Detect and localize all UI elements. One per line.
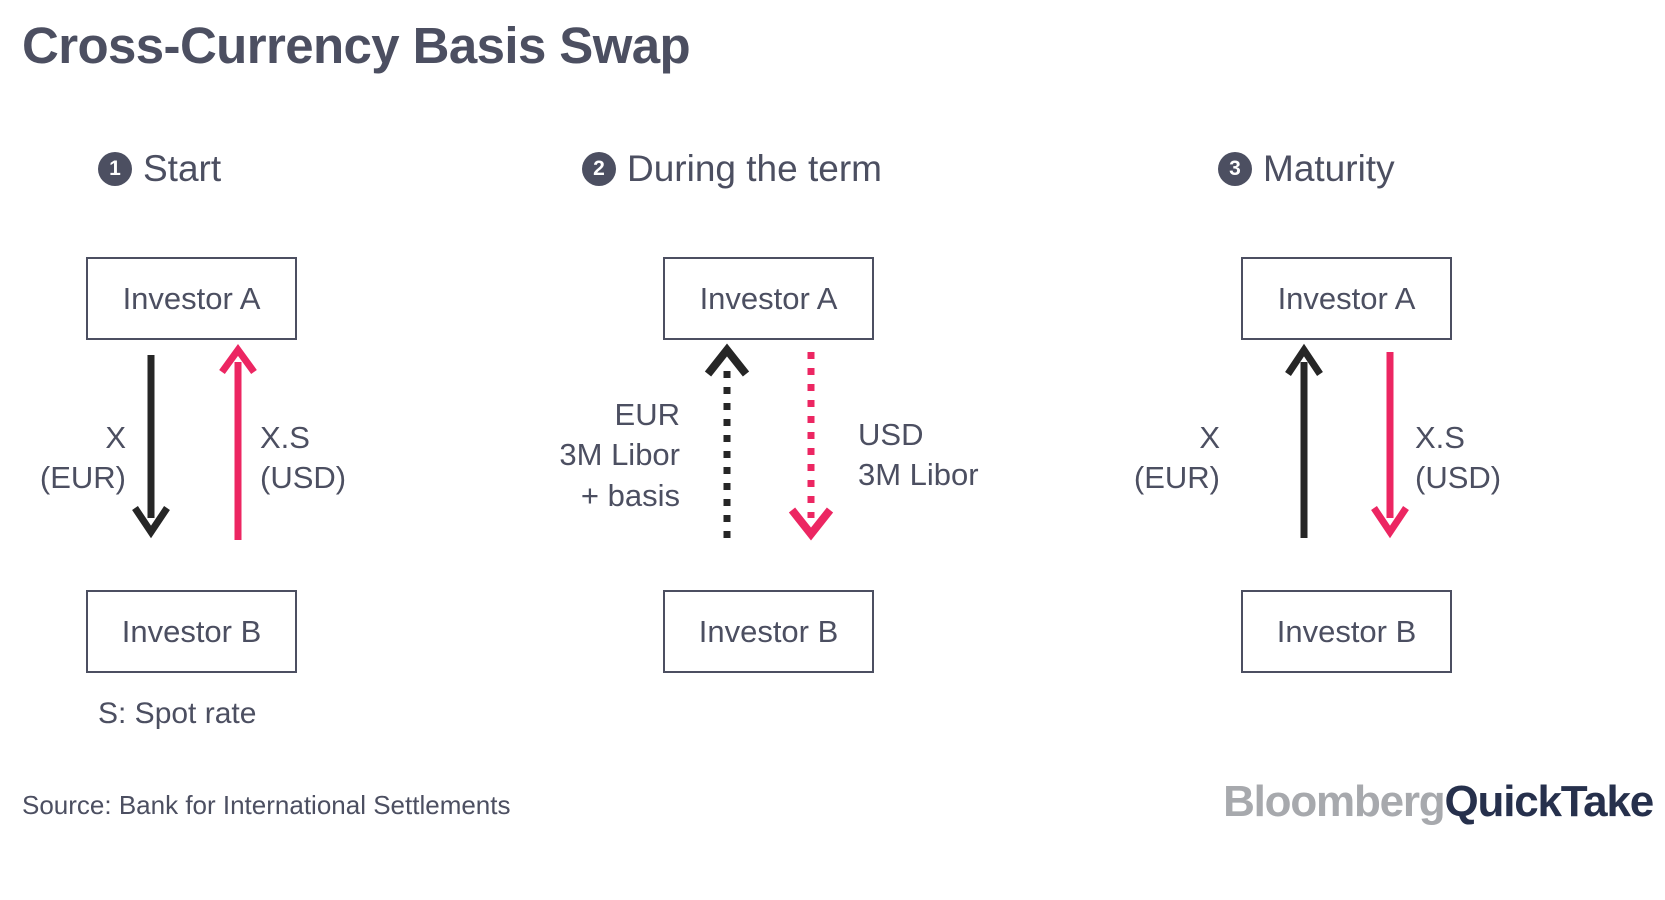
flow-label-principal-usd: X.S (USD): [260, 420, 347, 496]
panel-heading: 3 Maturity: [1218, 150, 1395, 187]
flow-label-interest-usd: USD 3M Libor: [858, 417, 979, 493]
logo-bloomberg-text: Bloomberg: [1223, 777, 1446, 826]
box-investor-b-1: Investor B: [86, 590, 297, 673]
step-title-1: Start: [143, 148, 222, 189]
source-credit: Source: Bank for International Settlemen…: [22, 790, 511, 820]
panel-heading: 1 Start: [98, 150, 221, 187]
step-badge-3: 3: [1218, 151, 1252, 186]
box-investor-b-2: Investor B: [663, 590, 874, 673]
box-investor-b-3: Investor B: [1241, 590, 1452, 673]
panel-start: 1 Start Investor A Investor B X (EUR) X.…: [0, 150, 520, 690]
step-title-2: During the term: [627, 148, 882, 189]
box-investor-a-1: Investor A: [86, 257, 297, 340]
panel-during-term: 2 During the term Investor A Investor B …: [559, 150, 1090, 690]
box-investor-a-2: Investor A: [663, 257, 874, 340]
arrow-principal-eur: [132, 355, 170, 539]
flow-arrows-2: [704, 343, 834, 541]
arrow-principal-usd: [219, 344, 257, 540]
step-badge-2: 2: [582, 151, 616, 186]
spot-rate-note: S: Spot rate: [98, 697, 257, 730]
flow-label-principal-eur: X (EUR): [39, 420, 126, 496]
arrow-interest-eur: [704, 343, 750, 538]
flow-arrows-3: [1285, 343, 1409, 539]
step-title-3: Maturity: [1263, 148, 1395, 189]
step-badge-1: 1: [98, 151, 132, 186]
flow-label-reexchange-usd: X.S (USD): [1415, 420, 1502, 496]
bloomberg-quicktake-logo: BloombergQuickTake: [1223, 777, 1655, 826]
flow-arrows-1: [132, 344, 257, 540]
panel-heading: 2 During the term: [582, 150, 882, 187]
flow-label-interest-eur: EUR 3M Libor + basis: [559, 397, 680, 513]
flow-label-reexchange-eur: X (EUR): [1133, 420, 1220, 496]
box-investor-a-3: Investor A: [1241, 257, 1452, 340]
panel-maturity: 3 Maturity Investor A Investor B X (EUR)…: [1134, 150, 1665, 690]
arrow-reexchange-eur: [1285, 343, 1323, 538]
arrow-reexchange-usd: [1371, 352, 1409, 539]
logo-quicktake-text: QuickTake: [1444, 777, 1655, 826]
page-title: Cross-Currency Basis Swap: [22, 17, 691, 74]
arrow-interest-usd: [788, 352, 834, 541]
